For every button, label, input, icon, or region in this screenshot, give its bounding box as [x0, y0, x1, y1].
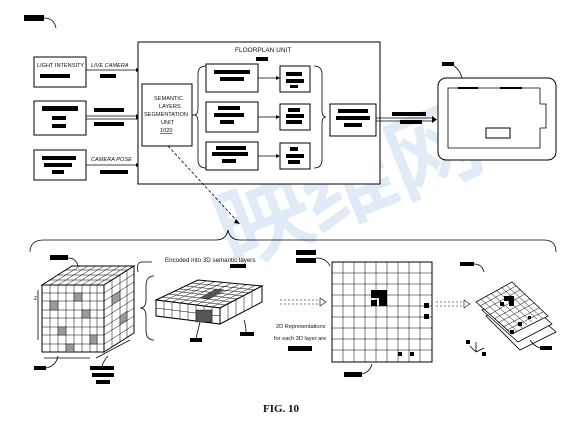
figure-caption: FIG. 10 [263, 403, 300, 415]
floorplan-unit-title: FLOORPLAN UNIT [235, 47, 291, 54]
dashed-arrow-3 [436, 299, 471, 309]
slab-brace [139, 275, 155, 341]
input-light-intensity: LIGHT INTENSITY [33, 56, 87, 88]
axis-z-label: z [34, 296, 37, 302]
representation-grid [331, 261, 433, 363]
input-middle [33, 100, 87, 136]
stage-box-3 [205, 141, 259, 171]
merge-box [329, 103, 377, 137]
rep-line1: 2D Representations [276, 324, 326, 330]
seg-number: 1020 [160, 128, 172, 134]
stage-box-1 [205, 63, 259, 93]
figure-ref-arrow [43, 17, 57, 29]
small-box-1 [279, 65, 311, 93]
semantic-slab [154, 264, 264, 342]
pipeline-brace-right [313, 65, 327, 169]
encoded-label: Encoded into 3D semantic layers [165, 257, 255, 264]
small-box-3 [279, 142, 311, 170]
light-intensity-label: LIGHT INTENSITY [37, 63, 84, 69]
seg-line1: SEMANTIC [154, 96, 183, 102]
live-camera-label: LIVE CAMERA [91, 63, 129, 69]
input-camera-pose [33, 149, 87, 181]
segmentation-unit: SEMANTIC LAYERS SEGMENTATION UNIT 1020 [141, 83, 193, 147]
floorplan-output [437, 62, 557, 161]
voxel-cube: z [34, 255, 136, 384]
camera-pose-label: CAMERA POSE [91, 157, 132, 163]
dashed-arrow [167, 145, 239, 223]
seg-line3: SEGMENTATION [144, 112, 188, 118]
seg-line2: LAYERS [159, 104, 181, 110]
big-brace [29, 229, 557, 253]
figure-ref-label [24, 15, 44, 21]
dashed-arrow-2 [280, 297, 327, 307]
stage-box-2 [205, 101, 259, 133]
small-box-2 [279, 103, 311, 131]
stacked-layers [460, 262, 557, 356]
seg-line4: UNIT [161, 120, 175, 126]
rep-line2: for each 3D layer are [274, 336, 326, 342]
